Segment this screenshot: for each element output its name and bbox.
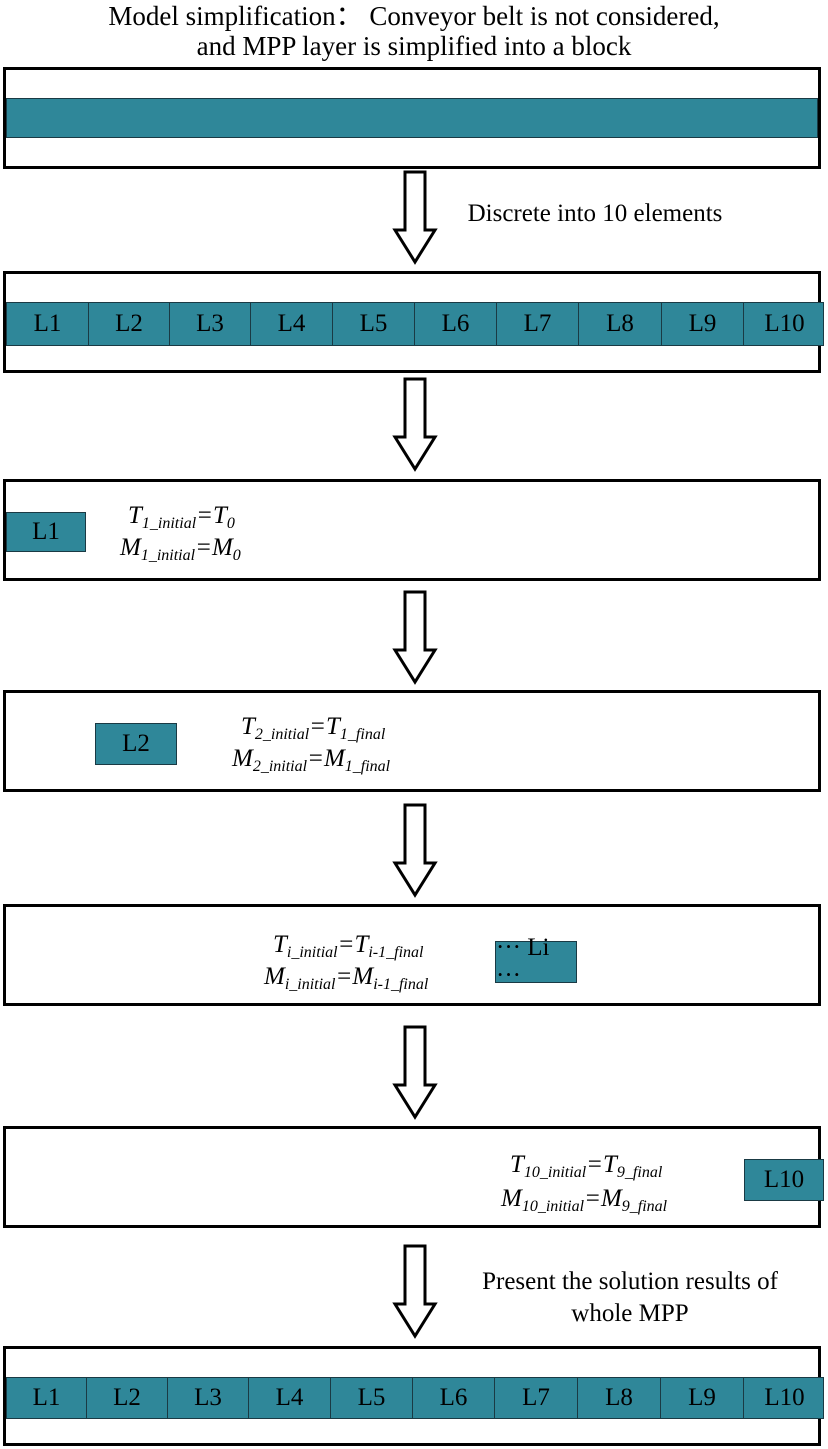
down-arrow-icon: [392, 1244, 438, 1339]
element-cell: L1: [7, 303, 89, 345]
down-arrow-icon: [392, 377, 438, 472]
element-cell: L3: [170, 303, 251, 345]
panel-final-results: L1 L2 L3 L4 L5 L6 L7 L8 L9 L10: [3, 1346, 824, 1446]
equation-m1: M1_initial=M0: [120, 534, 241, 564]
element-cell: L7: [495, 1378, 578, 1418]
step-label-results-line-1: Present the solution results of: [482, 1268, 778, 1295]
down-arrow-icon: [392, 1025, 438, 1120]
equation-t2: T2_initial=T1_final: [241, 713, 386, 743]
down-arrow-icon: [392, 590, 438, 685]
down-arrow-icon: [392, 170, 438, 265]
panel-element-2: L2 T2_initial=T1_final M2_initial=M1_fin…: [3, 690, 821, 792]
element-block-l1: L1: [6, 512, 86, 552]
diagram-title-line-2: and MPP layer is simplified into a block: [196, 31, 632, 61]
equation-t1: T1_initial=T0: [128, 502, 235, 532]
panel-simplified-block: [3, 67, 821, 169]
mpp-layer-block: [6, 98, 818, 138]
element-cell: L9: [661, 1378, 744, 1418]
element-cell: L4: [251, 303, 333, 345]
step-label-results: Present the solution results of whole MP…: [446, 1266, 814, 1330]
element-block-l10: L10: [744, 1159, 824, 1201]
element-cell: L6: [413, 1378, 495, 1418]
element-cell: L9: [662, 303, 744, 345]
element-block-l2: L2: [95, 723, 177, 765]
element-strip-final: L1 L2 L3 L4 L5 L6 L7 L8 L9 L10: [6, 1377, 824, 1419]
element-cell: L10: [764, 1384, 805, 1411]
element-cell: L10: [764, 310, 805, 337]
element-cell: L1: [7, 1378, 87, 1418]
equation-m10: M10_initial=M9_final: [501, 1185, 668, 1215]
element-cell: L8: [578, 1378, 661, 1418]
element-cell: L2: [89, 303, 170, 345]
panel-element-1: L1 T1_initial=T0 M1_initial=M0: [3, 479, 821, 581]
element-cell: L2: [87, 1378, 168, 1418]
equation-mi: Mi_initial=Mi-1_final: [264, 963, 429, 993]
diagram-title-line-1: Model simplification： Conveyor belt is n…: [108, 1, 720, 31]
step-label-discretize: Discrete into 10 elements: [467, 200, 723, 227]
equation-t10: T10_initial=T9_final: [510, 1151, 663, 1181]
element-strip: L1 L2 L3 L4 L5 L6 L7 L8 L9 L10: [6, 302, 824, 346]
panel-discretized: L1 L2 L3 L4 L5 L6 L7 L8 L9 L10: [3, 271, 824, 373]
element-cell: L5: [331, 1378, 413, 1418]
element-cell: L7: [497, 303, 579, 345]
down-arrow-icon: [392, 803, 438, 898]
equation-ti: Ti_initial=Ti-1_final: [273, 931, 424, 961]
element-cell: L8: [579, 303, 662, 345]
panel-element-i: Ti_initial=Ti-1_final Mi_initial=Mi-1_fi…: [3, 904, 821, 1006]
element-block-li: ··· Li ···: [495, 934, 577, 989]
element-cell: L3: [168, 1378, 249, 1418]
element-cell: L4: [249, 1378, 331, 1418]
equation-m2: M2_initial=M1_final: [232, 745, 391, 775]
element-cell: L6: [415, 303, 497, 345]
step-label-results-line-2: whole MPP: [571, 1300, 689, 1327]
panel-element-10: T10_initial=T9_final M10_initial=M9_fina…: [3, 1126, 824, 1228]
element-cell: L5: [333, 303, 415, 345]
